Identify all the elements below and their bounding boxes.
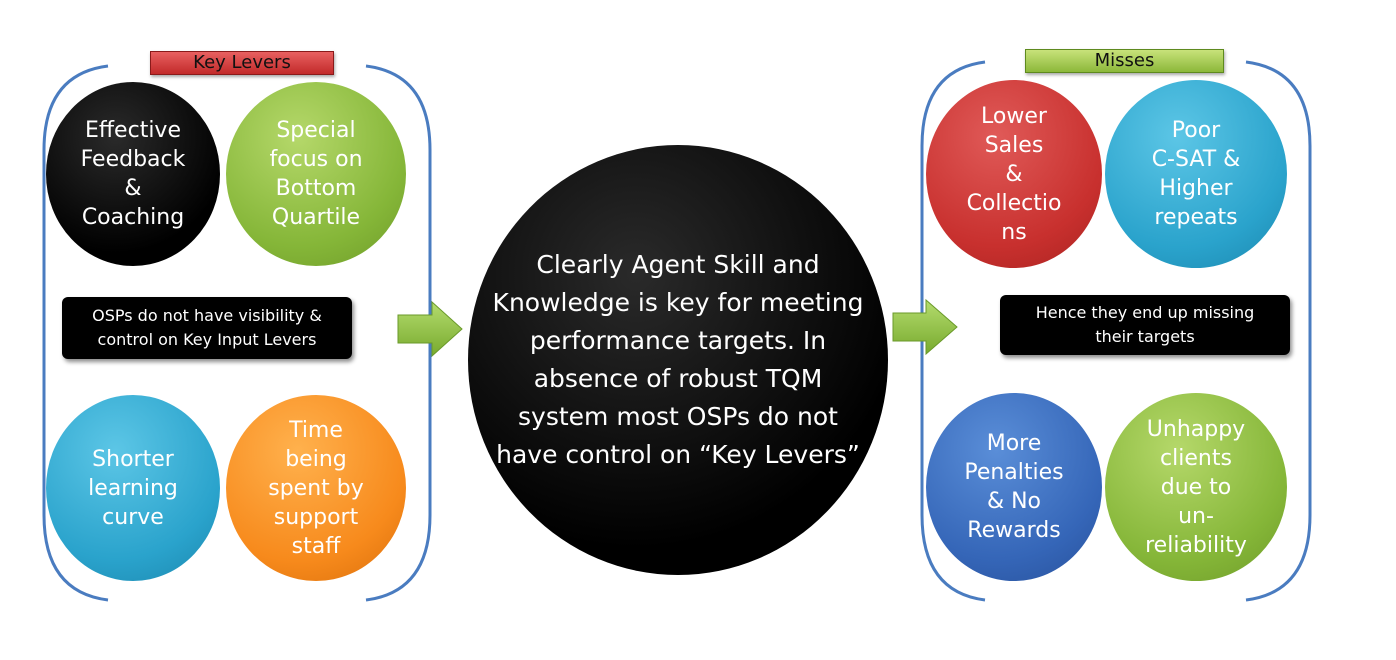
lever-circle-support-staff: Time being spent by support staff	[226, 395, 406, 581]
arrow-left-to-center	[397, 300, 463, 358]
miss-circle-unhappy-clients: Unhappy clients due to un- reliability	[1105, 393, 1287, 581]
left-bracket-left	[42, 64, 109, 602]
miss-circle-penalties: More Penalties & No Rewards	[926, 393, 1102, 581]
right-bracket-right	[1245, 60, 1312, 602]
left-note-box: OSPs do not have visibility & control on…	[62, 297, 352, 359]
arrow-center-to-right	[892, 298, 958, 356]
miss-circle-poor-csat: Poor C-SAT & Higher repeats	[1105, 80, 1287, 268]
lever-circle-learning-curve: Shorter learning curve	[46, 395, 220, 581]
miss-circle-lower-sales: Lower Sales & Collectio ns	[926, 80, 1102, 268]
center-statement-circle: Clearly Agent Skill and Knowledge is key…	[468, 145, 888, 575]
misses-tag: Misses	[1025, 49, 1224, 73]
key-levers-tag: Key Levers	[150, 51, 334, 75]
right-note-box: Hence they end up missing their targets	[1000, 295, 1290, 355]
lever-circle-feedback: Effective Feedback & Coaching	[46, 82, 220, 266]
lever-circle-bottom-quartile: Special focus on Bottom Quartile	[226, 82, 406, 266]
